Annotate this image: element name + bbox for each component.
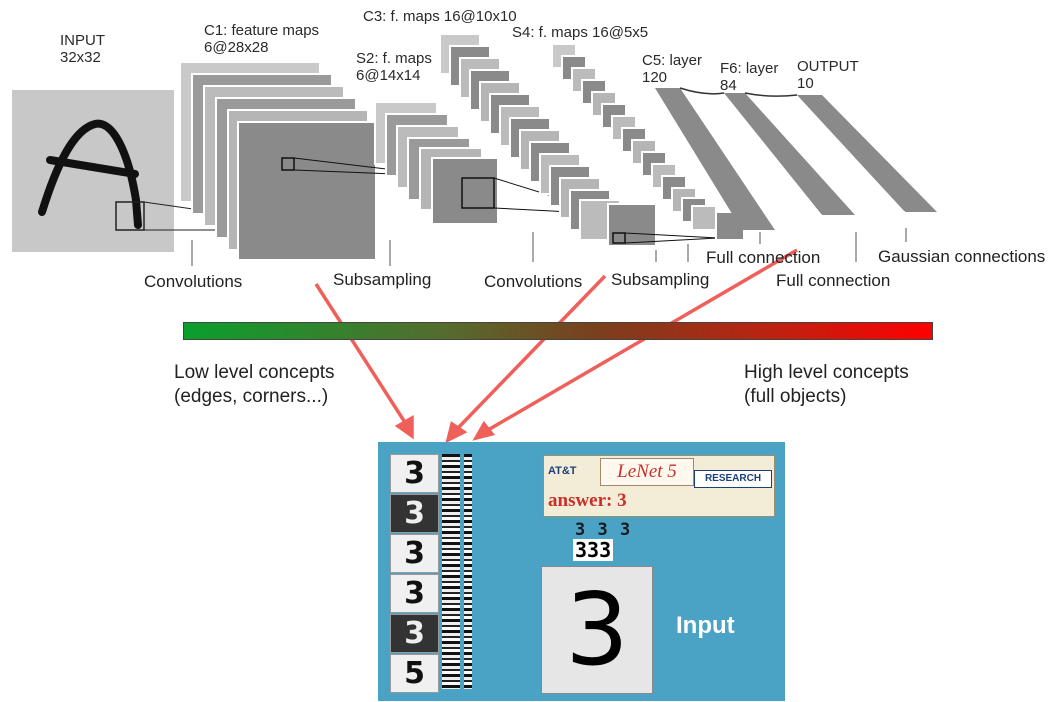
gaussian-connections-label: Gaussian connections	[878, 247, 1046, 266]
input-label: INPUT 32x32	[60, 32, 105, 66]
convolutions-1-label: Convolutions	[144, 272, 243, 291]
concept-gradient-bar	[183, 322, 933, 340]
c1-field	[281, 157, 295, 171]
fc-connector-top	[679, 87, 798, 97]
lenet-logo-box: AT&T LeNet 5 RESEARCH answer: 3	[543, 455, 775, 517]
input-caption: Input	[676, 612, 735, 639]
stage-ticks	[191, 228, 907, 266]
high-level-concepts-label: High level concepts (full objects)	[744, 362, 909, 407]
pointer-arrows	[314, 248, 798, 444]
feature-strip	[464, 454, 472, 689]
convolutions-2-label: Convolutions	[484, 272, 583, 291]
c5-label: C5: layer 120	[642, 52, 703, 86]
c3-feature-maps	[439, 33, 657, 247]
full-connection-2-label: Full connection	[776, 271, 891, 290]
research-label: RESEARCH	[694, 470, 772, 488]
s2-feature-maps	[374, 101, 499, 225]
input-digit-image: 3	[541, 566, 653, 694]
s4-label: S4: f. maps 16@5x5	[512, 24, 649, 41]
feature-thumb: 3	[390, 534, 439, 573]
c5-layer	[655, 88, 775, 230]
s2-label: S2: f. maps 6@14x14	[356, 50, 432, 84]
feature-thumb: 3	[390, 574, 439, 613]
feature-thumb: 3	[390, 494, 439, 533]
lenet-demo-panel: 3 3 3 3 3 5 AT&T LeNet 5 RESEARCH answer…	[378, 442, 785, 701]
feature-thumb: 3	[390, 454, 439, 493]
digits-top: 3 3 3	[575, 520, 632, 540]
subsampling-2-label: Subsampling	[611, 270, 710, 289]
output-layer	[797, 95, 937, 212]
low-level-concepts-label: Low level concepts (edges, corners...)	[174, 362, 335, 407]
feature-thumb: 3	[390, 614, 439, 653]
subsampling-1-label: Subsampling	[333, 270, 432, 289]
f6-layer	[724, 93, 855, 215]
digits-mid: 333	[573, 538, 614, 562]
s4-feature-maps	[551, 43, 745, 241]
c1-feature-maps	[179, 61, 377, 261]
c3-label: C3: f. maps 16@10x10	[363, 8, 517, 25]
c1-label: C1: feature maps 6@28x28	[204, 22, 320, 56]
fc-connector-bottom	[774, 211, 906, 231]
output-label: OUTPUT 10	[797, 58, 859, 92]
feature-strip	[442, 454, 460, 689]
c3-field	[612, 232, 626, 244]
full-connection-1-label: Full connection	[706, 248, 821, 267]
att-logo: AT&T	[548, 465, 577, 477]
input-letter-stroke	[38, 119, 142, 229]
feature-thumb: 5	[390, 654, 439, 693]
answer-text: answer: 3	[548, 490, 627, 511]
lenet-title: LeNet 5	[600, 458, 694, 486]
input-receptive-field	[115, 201, 145, 231]
s2-field	[461, 177, 495, 209]
f6-label: F6: layer 84	[720, 60, 779, 94]
